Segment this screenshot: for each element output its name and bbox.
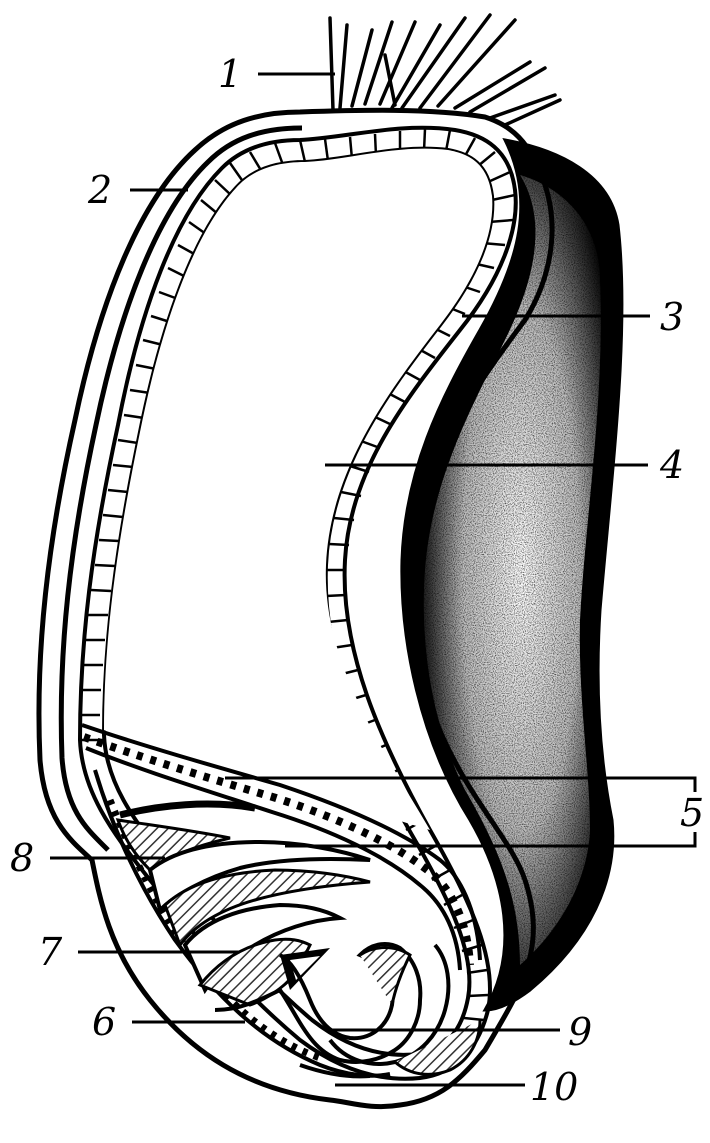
label-1: 1	[218, 52, 242, 96]
label-5: 5	[680, 791, 704, 835]
label-10: 10	[530, 1065, 578, 1109]
label-2: 2	[87, 168, 112, 212]
label-3: 3	[660, 295, 684, 339]
label-9: 9	[568, 1010, 592, 1054]
label-7: 7	[38, 930, 63, 974]
label-6: 6	[92, 1000, 116, 1044]
label-8: 8	[10, 836, 34, 880]
label-4: 4	[659, 443, 684, 487]
